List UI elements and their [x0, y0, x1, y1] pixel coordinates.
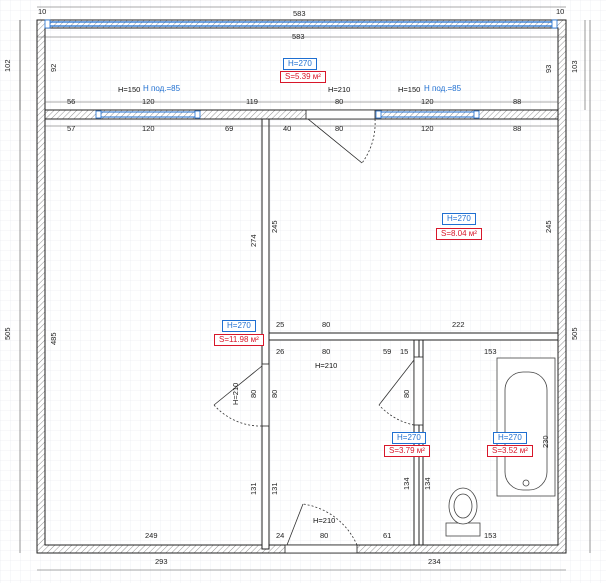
dim-left-overall: 505: [3, 327, 12, 340]
dim-right-overall: 505: [570, 327, 579, 340]
dim-hall-left-lower2: 131: [270, 482, 279, 495]
dim-right-top: 103: [570, 60, 579, 73]
dim-hall-c: 59: [383, 347, 392, 356]
room1-area: S=11.98 м²: [214, 334, 264, 346]
dim-room-seg-4: 80: [335, 124, 344, 133]
dim-bath-right: 230: [541, 435, 550, 448]
dim-corridor-b: 80: [322, 320, 331, 329]
dim-bath-left-lower: 134: [423, 477, 432, 490]
balcony-area: S=5.39 м²: [280, 71, 326, 83]
dim-room-seg-0: 57: [67, 124, 76, 133]
bathtub: [496, 357, 556, 497]
bath-height: H=270: [493, 432, 527, 444]
balcony-height: H=270: [283, 58, 317, 70]
dim-right-top-inner: 93: [544, 64, 553, 73]
dim-bath-top: 153: [484, 347, 497, 356]
dim-left-top: 102: [3, 59, 12, 72]
dimension-lines: [19, 6, 591, 571]
dim-entry-b: 80: [320, 531, 329, 540]
dim-room-seg-3: 40: [283, 124, 292, 133]
dim-room1-bottom: 249: [145, 531, 158, 540]
hall-height: H=270: [392, 432, 426, 444]
window1-label: H=150: [118, 85, 141, 94]
dim-hall-right-lower: 134: [402, 477, 411, 490]
dim-corridor-c: 222: [452, 320, 465, 329]
hall-area: S=3.79 м²: [384, 445, 430, 457]
dim-hall-left-lower: 131: [249, 482, 258, 495]
dim-top-corner-left: 10: [38, 7, 47, 16]
dim-hall-door-left: 80: [249, 389, 258, 398]
dim-left-top-inner: 92: [49, 63, 58, 72]
outer-walls: [36, 19, 567, 554]
dim-balcony-seg-5: 88: [513, 97, 522, 106]
dim-balcony-seg-2: 119: [246, 97, 258, 106]
toilet: [445, 487, 481, 537]
window2-sill-label: H под.=85: [424, 84, 462, 93]
dim-room-seg-2: 69: [225, 124, 234, 133]
room1-height: H=270: [222, 320, 256, 332]
dim-balcony-seg-1: 120: [142, 97, 155, 106]
windows: [44, 19, 558, 119]
balcony-door-label: H=210: [328, 85, 351, 94]
dim-top-inner: 583: [292, 32, 305, 41]
dim-balcony-seg-3: 80: [335, 97, 344, 106]
dim-outer-bottom-right: 234: [428, 557, 441, 566]
bath-area: S=3.52 м²: [487, 445, 533, 457]
dim-balcony-seg-0: 56: [67, 97, 76, 106]
dim-entry-c: 61: [383, 531, 392, 540]
dim-room-seg-1: 120: [142, 124, 155, 133]
hall-door-top-label: H=210: [315, 361, 338, 370]
dim-corridor-a: 25: [276, 320, 285, 329]
doors: [213, 109, 424, 554]
dim-top-corner-right: 10: [556, 7, 565, 16]
room2-height: H=270: [442, 213, 476, 225]
dim-wc-door: 80: [402, 389, 411, 398]
dim-hall-b: 80: [322, 347, 331, 356]
dim-outer-bottom-left: 293: [155, 557, 168, 566]
dim-room-seg-5: 120: [421, 124, 434, 133]
dim-hall-a: 26: [276, 347, 285, 356]
dim-hall-door-left2: 80: [270, 389, 279, 398]
dim-balcony-seg-4: 120: [421, 97, 434, 106]
window1-sill-label: H под.=85: [143, 84, 181, 93]
dim-entry-a: 24: [276, 531, 285, 540]
dim-room2-right: 245: [544, 220, 553, 233]
dim-bath-bottom: 153: [484, 531, 497, 540]
dim-room2-left: 245: [270, 220, 279, 233]
room1-door-label: H=210: [231, 382, 240, 405]
window2-label: H=150: [398, 85, 421, 94]
dim-hall-d: 15: [400, 347, 409, 356]
dim-room1-height: 485: [49, 332, 58, 345]
dim-room-seg-6: 88: [513, 124, 522, 133]
entry-door-label: H=210: [313, 516, 336, 525]
dim-top-overall: 583: [293, 9, 306, 18]
dim-hall-wall-upper: 274: [249, 234, 258, 247]
room2-area: S=8.04 м²: [436, 228, 482, 240]
